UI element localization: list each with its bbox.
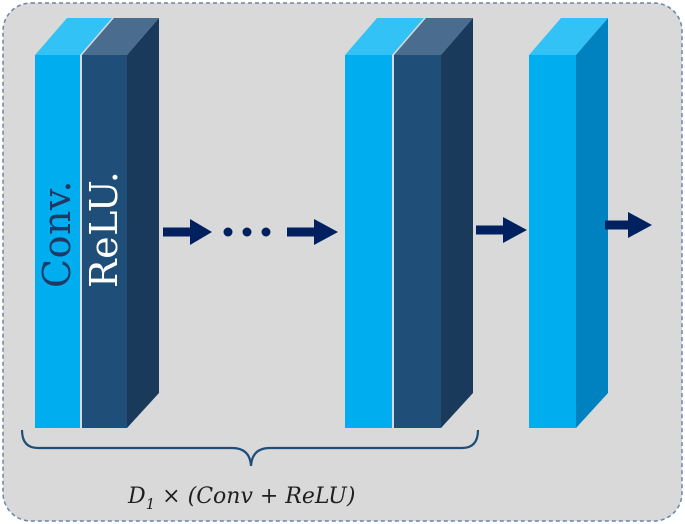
- ellipsis-dot-2: [242, 227, 252, 237]
- conv-layer-2-top: [345, 18, 424, 55]
- relu-layer-1-side: [127, 18, 159, 428]
- conv-layer-1-top: [35, 18, 112, 55]
- formula-subscript: 1: [146, 495, 156, 513]
- conv-relu-block-1: Conv. ReLU.: [35, 18, 159, 428]
- arrow-2: [287, 219, 338, 245]
- relu-layer-2-side: [441, 18, 473, 428]
- final-conv-layer: [529, 18, 608, 428]
- formula-rest: × (Conv + ReLU): [155, 484, 355, 509]
- final-conv-layer-top: [529, 18, 608, 55]
- grouping-brace: [20, 429, 480, 467]
- output-arrow: [605, 212, 652, 238]
- conv-layer-2: [345, 55, 392, 428]
- relu-layer-1: [82, 55, 127, 428]
- ellipsis-dot-1: [223, 227, 233, 237]
- final-conv-layer-side: [576, 18, 608, 428]
- arrow-2-head: [314, 219, 338, 245]
- relu-layer-1-top: [82, 18, 159, 55]
- arrow-1: [163, 219, 212, 245]
- conv-layer-1: [35, 55, 80, 428]
- repeat-formula: D1 × (Conv + ReLU): [127, 484, 355, 513]
- formula-base: D: [127, 484, 146, 509]
- ellipsis: [223, 227, 271, 237]
- conv-relu-block-2: [345, 18, 473, 428]
- relu-layer-2: [394, 55, 441, 428]
- relu-layer-2-top: [394, 18, 473, 55]
- conv-label: Conv.: [35, 180, 79, 288]
- arrow-3: [476, 217, 527, 243]
- relu-label: ReLU.: [82, 171, 126, 288]
- final-conv-layer-front: [529, 55, 576, 428]
- arrow-1-head: [190, 219, 212, 245]
- arrow-3-head: [503, 217, 527, 243]
- ellipsis-dot-3: [261, 227, 271, 237]
- output-arrow-head: [628, 212, 652, 238]
